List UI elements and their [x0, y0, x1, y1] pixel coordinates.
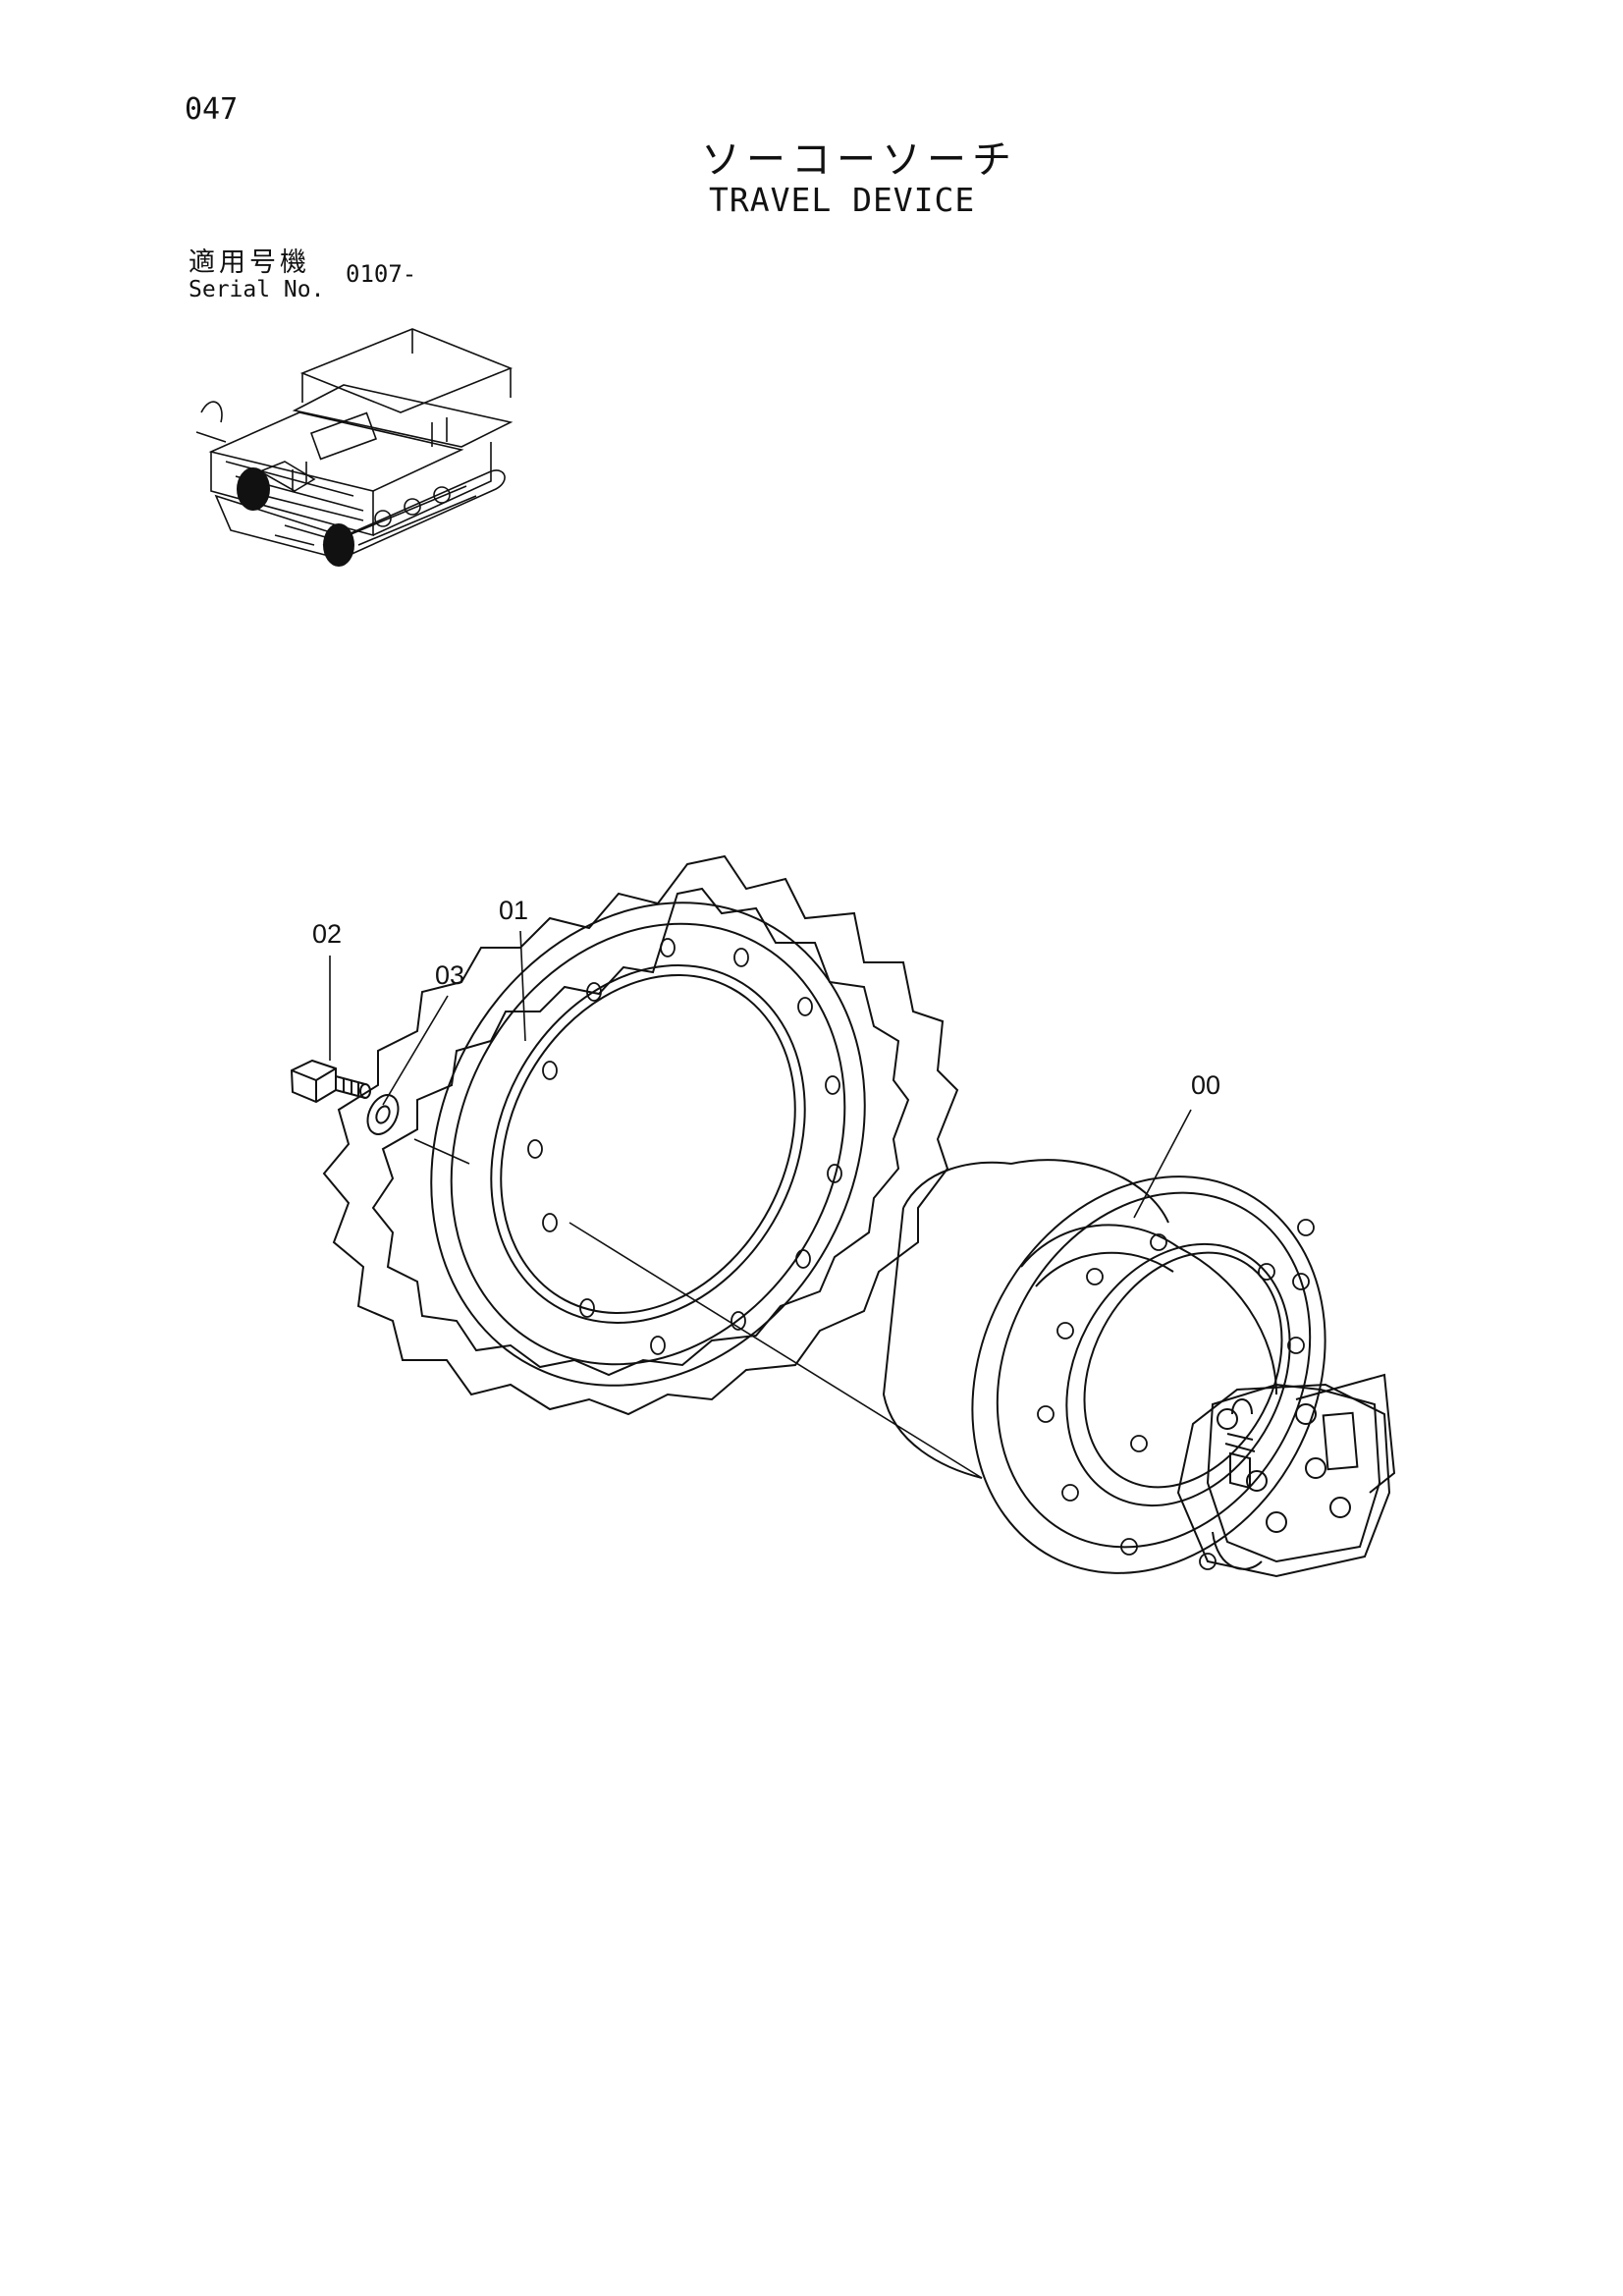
callout-00: 00	[1191, 1070, 1221, 1100]
sprocket-icon	[322, 854, 959, 1416]
serial-value: 0107-	[346, 260, 417, 288]
bolt-icon	[290, 1059, 371, 1104]
title-english: TRAVEL DEVICE	[709, 181, 976, 219]
callout-02: 02	[312, 919, 343, 949]
travel-motor-icon	[882, 1159, 1396, 1578]
callout-01: 01	[499, 896, 529, 925]
machine-thumbnail-icon	[195, 328, 514, 567]
page-number: 047	[185, 92, 239, 127]
leader-lines	[329, 930, 1192, 1479]
serial-label-japanese: 適用号機	[189, 247, 310, 278]
callout-03: 03	[435, 960, 465, 990]
washer-icon	[366, 1094, 400, 1135]
title-japanese: ソーコーソーチ	[701, 137, 1017, 183]
serial-label-english: Serial No.	[189, 277, 325, 302]
